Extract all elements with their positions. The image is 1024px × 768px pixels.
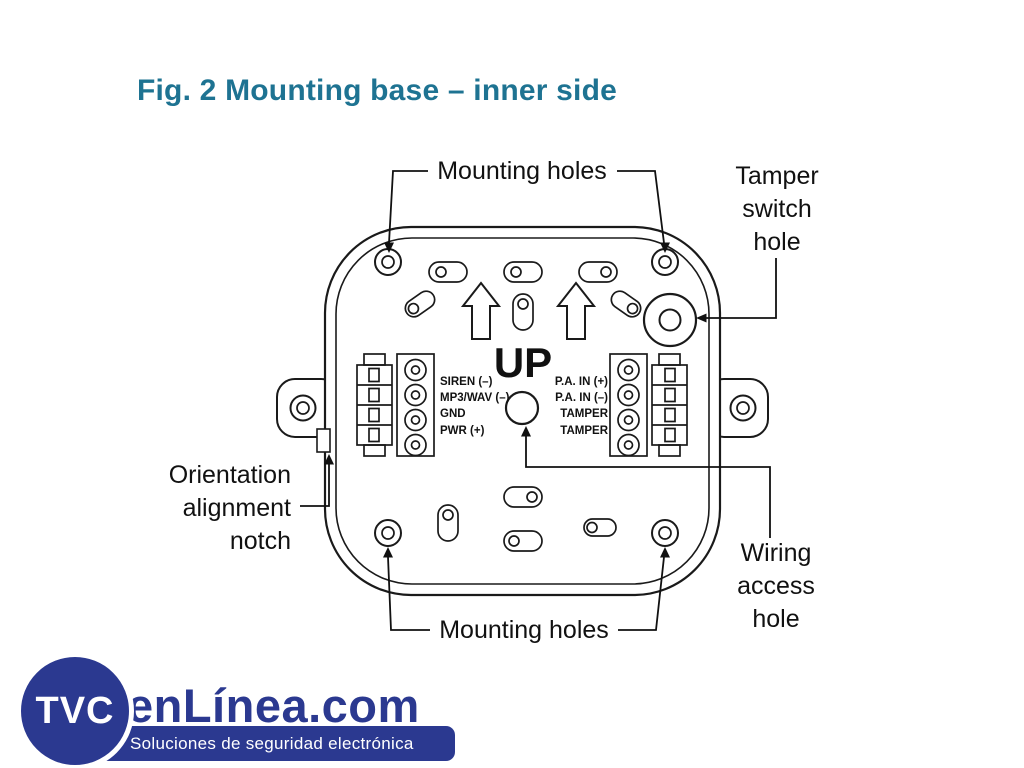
orientation-notch [316, 428, 331, 453]
terminal-label-pwr: PWR (+) [440, 425, 485, 437]
slot-knockouts-bottom [437, 486, 617, 552]
terminal-block-right [609, 353, 688, 457]
terminal-label-tamper-1: TAMPER [560, 408, 608, 420]
mounting-hole-bottom-left [374, 519, 402, 547]
slot-knockouts-top [404, 261, 642, 331]
terminal-label-siren: SIREN (–) [440, 376, 493, 388]
label-orientation-alignment-notch: Orientation alignment notch [168, 461, 291, 555]
up-label: UP [494, 339, 552, 386]
label-mounting-holes-top: Mounting holes [437, 157, 607, 185]
left-ear-hole [289, 394, 317, 422]
leader-lines [300, 170, 777, 631]
right-ear-hole [729, 394, 757, 422]
wiring-access-hole [504, 390, 540, 426]
base-outline-outer [323, 225, 722, 597]
label-tamper-switch-hole: Tamper switch hole [735, 162, 819, 256]
terminal-label-gnd: GND [440, 408, 466, 420]
mounting-hole-bottom-right [651, 519, 679, 547]
label-wiring-access-hole: Wiring access hole [737, 539, 815, 633]
up-arrow-left [460, 281, 502, 340]
terminal-label-pa-in-plus: P.A. IN (+) [555, 376, 608, 388]
logo-brand-text: enLínea.com [127, 679, 420, 732]
base-outline-inner [335, 237, 710, 585]
tvc-logo-circle: TVC [16, 652, 134, 768]
terminal-label-tamper-2: TAMPER [560, 425, 608, 437]
leader-arrowheads [324, 242, 707, 558]
label-mounting-holes-bottom: Mounting holes [439, 616, 609, 644]
terminal-label-mp3wav: MP3/WAV (–) [440, 392, 510, 404]
terminal-label-pa-in-minus: P.A. IN (–) [555, 392, 608, 404]
tamper-switch-hole [642, 292, 698, 348]
up-arrow-right [555, 281, 597, 340]
figure-title: Fig. 2 Mounting base – inner side [137, 74, 617, 107]
tvc-monogram: TVC [35, 689, 115, 732]
terminal-block-left [356, 353, 435, 457]
